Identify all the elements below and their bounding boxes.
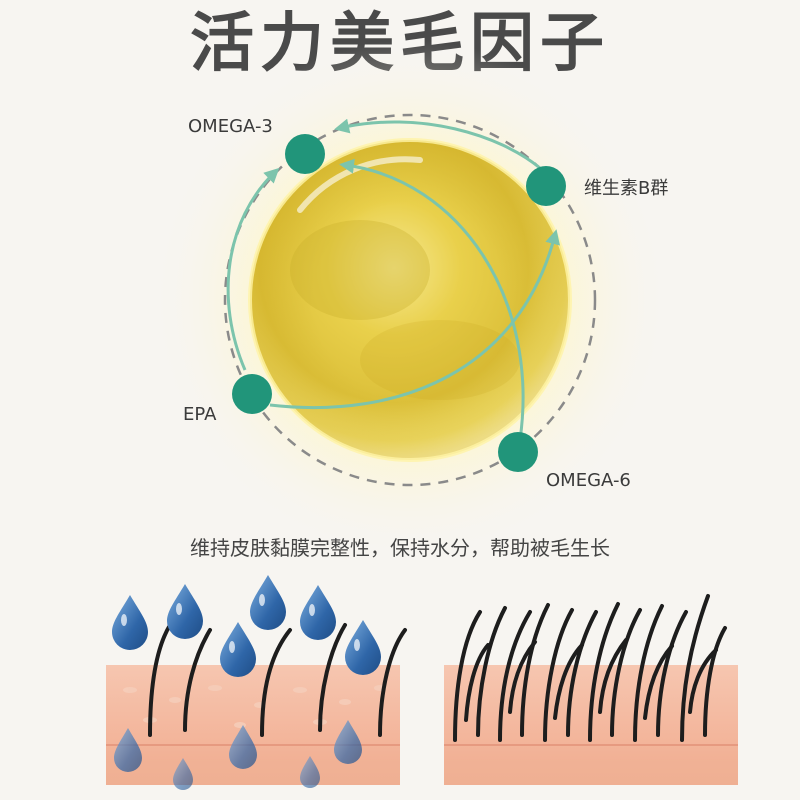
orbit-ring [223,113,597,487]
arrows [226,118,560,441]
caption: 维持皮肤黏膜完整性，保持水分，帮助被毛生长 [190,536,610,560]
arrow-epa-to-omega3 [226,167,280,371]
label-vitb: 维生素B群 [584,178,669,199]
label-omega3: OMEGA-3 [188,116,273,137]
label-omega6: OMEGA-6 [546,470,631,491]
arrow-epa-to-vitb [269,229,560,409]
node-vitb [526,166,566,206]
golden-orb [248,138,572,462]
node-epa [232,374,272,414]
arrow-omega6-to-omega3 [339,158,525,441]
arrow-vitb-to-omega3 [334,118,541,170]
node-omega3 [285,134,325,174]
node-omega6 [498,432,538,472]
label-epa: EPA [183,404,217,425]
left-skin-panel [106,575,407,790]
right-skin-panel [444,594,738,785]
